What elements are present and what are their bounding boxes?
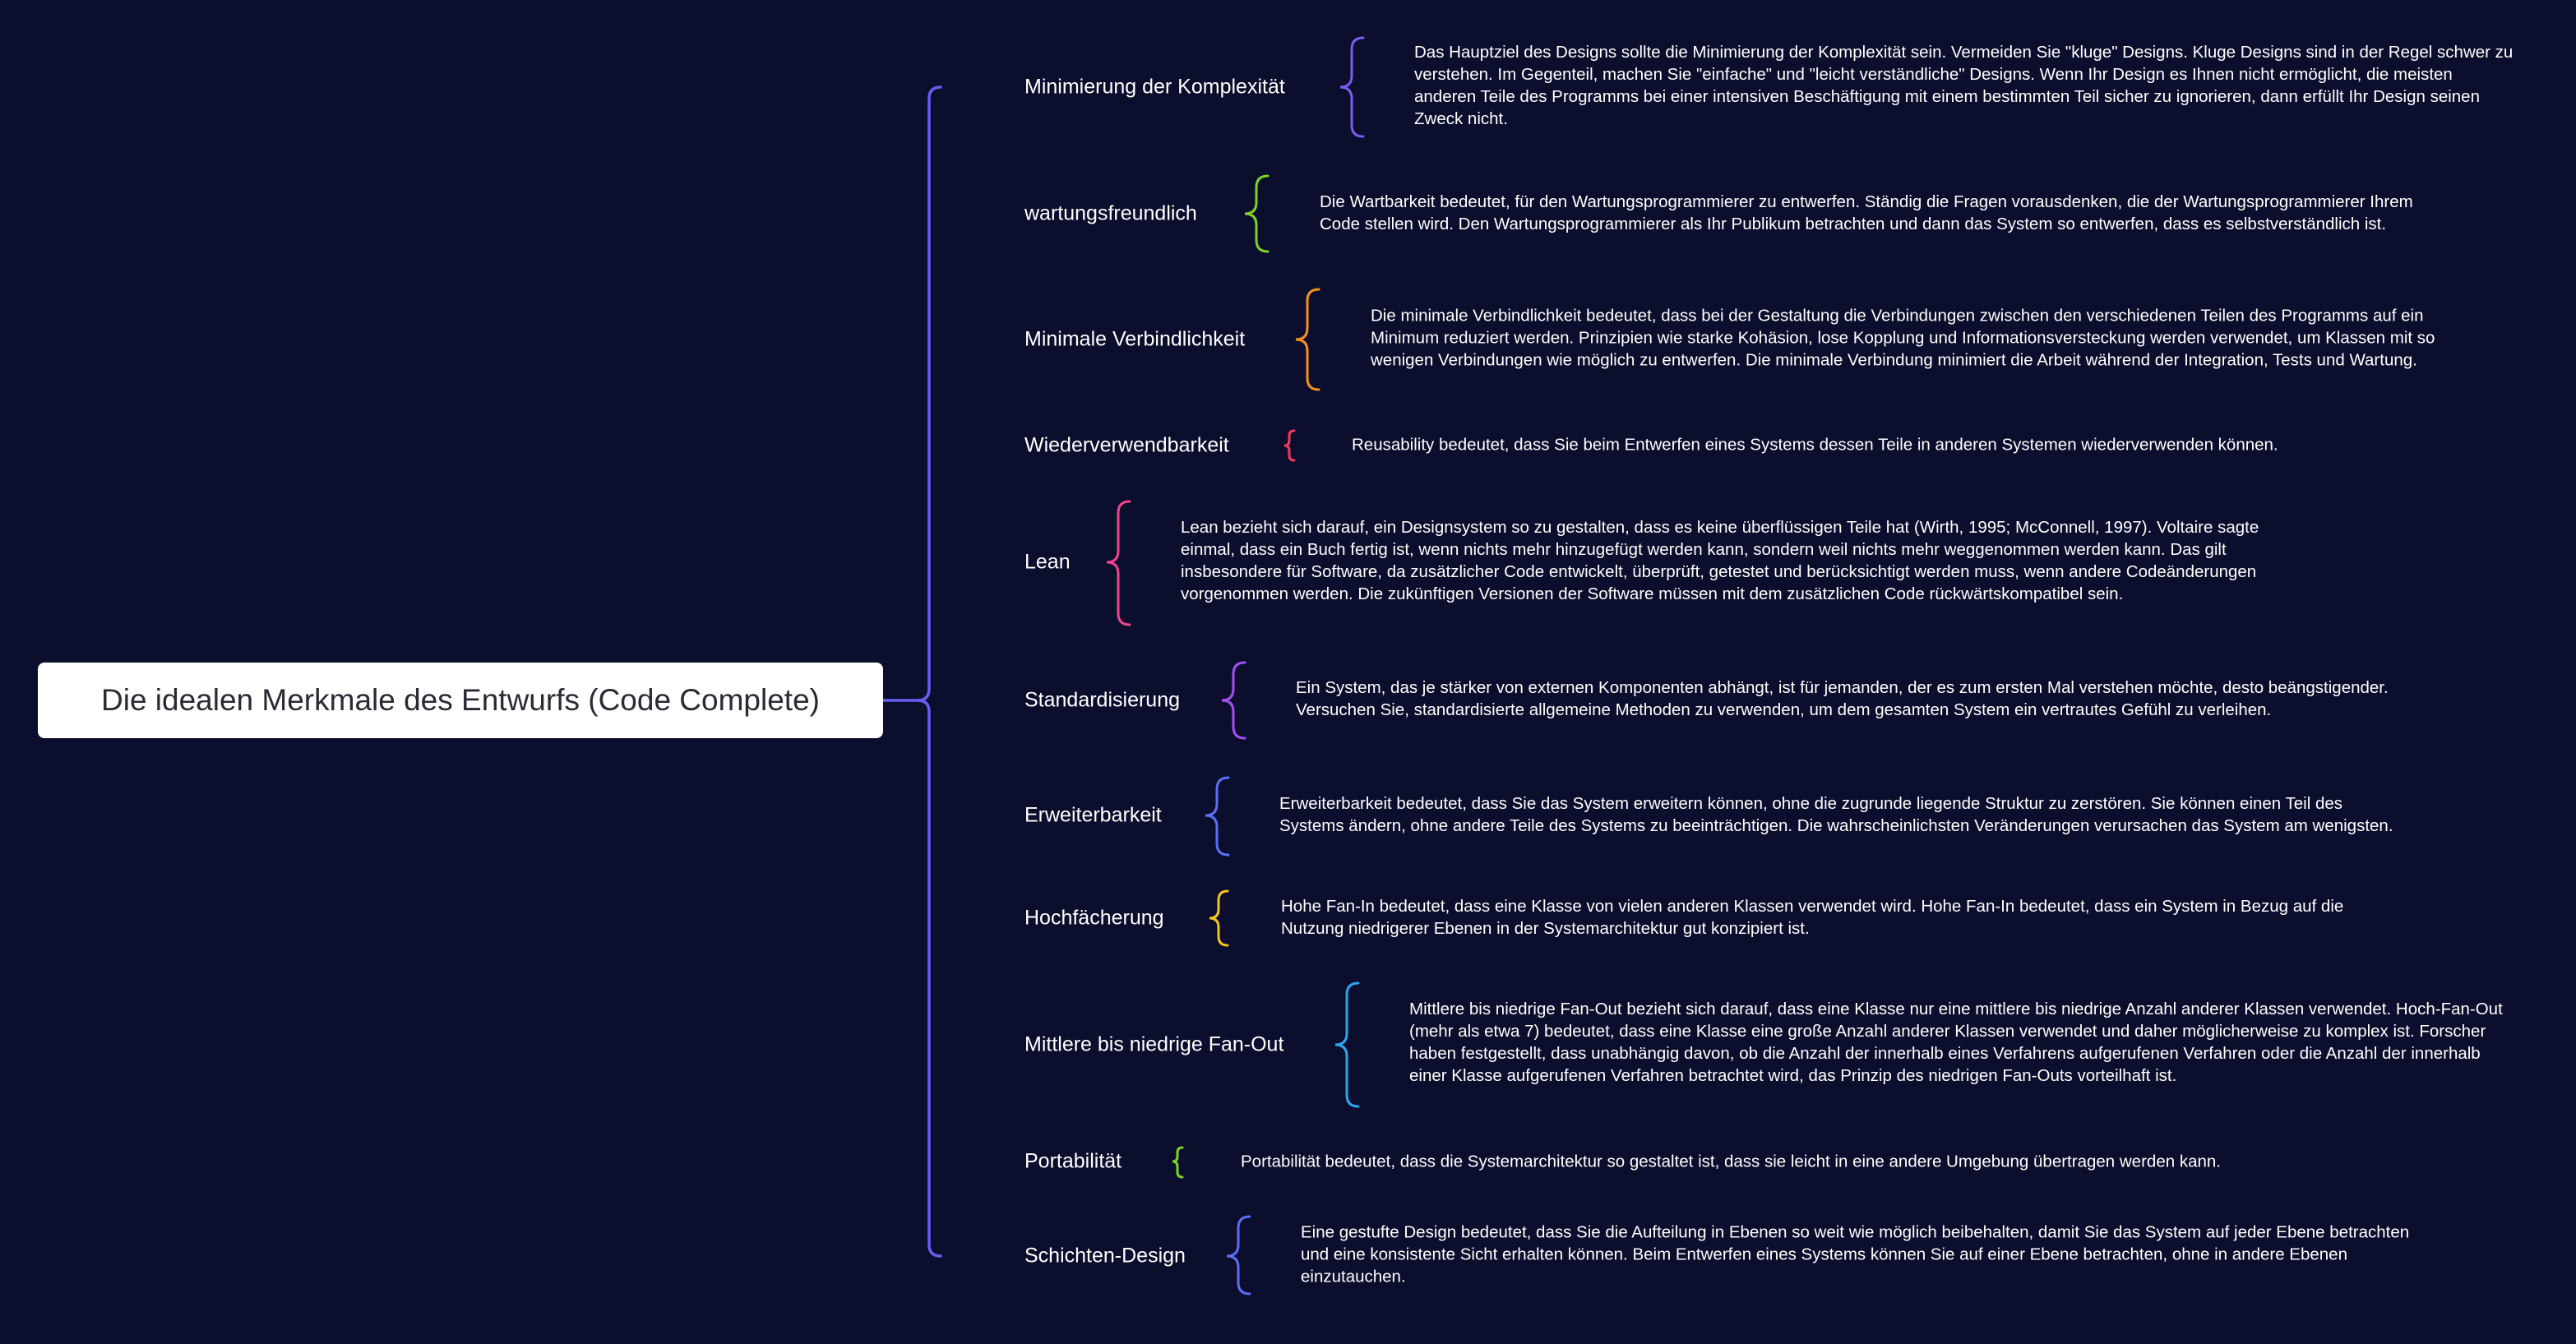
- topic-brace-8: [1334, 981, 1360, 1108]
- topic-description: Die minimale Verbindlichkeit bedeutet, d…: [1371, 306, 2435, 370]
- topic-wiederverwendbarkeit[interactable]: Wiederverwendbarkeit: [1024, 433, 1229, 457]
- topic-description: Portabilität bedeutet, dass die Systemar…: [1241, 1152, 2221, 1171]
- root-bracket: [917, 85, 942, 1258]
- topic-description: Hohe Fan-In bedeutet, dass eine Klasse v…: [1281, 897, 2344, 938]
- topic-minimierung-der-komplexitaet[interactable]: Minimierung der Komplexität: [1024, 75, 1285, 99]
- topic-description: Die Wartbarkeit bedeutet, für den Wartun…: [1320, 192, 2413, 233]
- topic-lean[interactable]: Lean: [1024, 550, 1071, 574]
- topic-brace-4: [1106, 500, 1131, 626]
- topic-description: Ein System, das je stärker von externen …: [1296, 678, 2389, 719]
- topic-mittlere-bis-niedrige-fan-out[interactable]: Mittlere bis niedrige Fan-Out: [1024, 1032, 1284, 1056]
- topic-hochfaecherung[interactable]: Hochfächerung: [1024, 906, 1164, 930]
- topic-minimale-verbindlichkeit[interactable]: Minimale Verbindlichkeit: [1024, 327, 1246, 351]
- topic-schichten-design[interactable]: Schichten-Design: [1024, 1244, 1186, 1268]
- topic-brace-1: [1244, 174, 1270, 253]
- topic-description: Mittlere bis niedrige Fan-Out bezieht si…: [1409, 1000, 2503, 1085]
- root-topic[interactable]: Die idealen Merkmale des Entwurfs (Code …: [38, 663, 883, 738]
- topic-description: Erweiterbarkeit bedeutet, dass Sie das S…: [1279, 794, 2393, 835]
- topic-brace-7: [1209, 889, 1229, 947]
- topic-description: Reusability bedeutet, dass Sie beim Entw…: [1352, 435, 2278, 455]
- root-topic-label: Die idealen Merkmale des Entwurfs (Code …: [101, 683, 820, 717]
- topic-brace-6: [1205, 776, 1230, 857]
- topic-erweiterbarkeit[interactable]: Erweiterbarkeit: [1024, 803, 1162, 827]
- topic-description: Eine gestufte Design bedeutet, dass Sie …: [1301, 1222, 2410, 1286]
- topic-brace-10: [1226, 1215, 1251, 1296]
- topic-brace-0: [1339, 36, 1365, 138]
- topic-brace-3: [1283, 429, 1296, 462]
- topic-brace-9: [1172, 1146, 1184, 1179]
- topic-standardisierung[interactable]: Standardisierung: [1024, 688, 1181, 712]
- topic-portabilitaet[interactable]: Portabilität: [1024, 1149, 1122, 1173]
- topic-brace-2: [1295, 288, 1320, 391]
- topic-description: Das Hauptziel des Designs sollte die Min…: [1414, 43, 2514, 128]
- topic-brace-5: [1221, 661, 1246, 740]
- topic-description: Lean bezieht sich darauf, ein Designsyst…: [1181, 518, 2259, 603]
- topic-wartungsfreundlich[interactable]: wartungsfreundlich: [1024, 201, 1197, 225]
